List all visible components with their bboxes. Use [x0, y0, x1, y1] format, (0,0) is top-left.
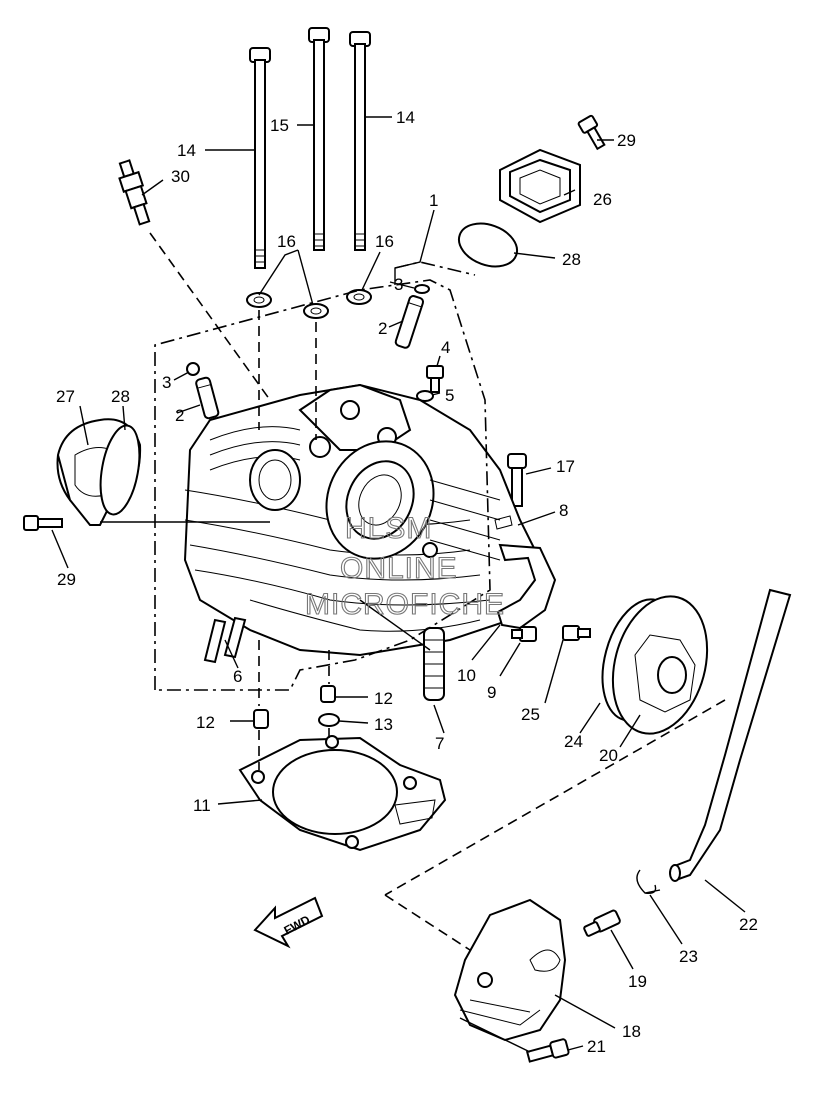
spark-plug: [118, 159, 151, 226]
bolt-29-upper: [577, 114, 606, 151]
callout-8: 8: [559, 501, 568, 520]
callout-23: 23: [679, 947, 698, 966]
dowel-12-left: [253, 709, 269, 729]
callout-3-right: 3: [394, 275, 403, 294]
chain-guide-7: [423, 627, 445, 701]
valve-guide-left: [195, 376, 220, 420]
callout-26: 26: [593, 190, 612, 209]
bolt-4: [426, 365, 444, 393]
callout-27: 27: [56, 387, 75, 406]
stud-bolt-left: [249, 47, 271, 269]
watermark-line-3: MICROFICHE: [305, 588, 505, 621]
washer-16-right: [346, 289, 372, 305]
callout-17: 17: [556, 457, 575, 476]
gasket-28-upper: [457, 222, 519, 268]
callout-2-left: 2: [175, 406, 184, 425]
o-ring-13: [318, 713, 340, 727]
bolt-17: [507, 453, 527, 507]
callout-24: 24: [564, 732, 583, 751]
callout-21: 21: [587, 1037, 606, 1056]
callout-15: 15: [270, 116, 289, 135]
watermark-line-2: ONLINE: [340, 552, 458, 585]
callout-29-upper: 29: [617, 131, 636, 150]
watermark-line-1: HLSM: [345, 512, 432, 545]
bolt-21: [525, 1038, 570, 1063]
stud-bolt-right: [349, 31, 371, 251]
callout-14-right: 14: [396, 108, 415, 127]
callout-28-upper: 28: [562, 250, 581, 269]
callout-1: 1: [429, 191, 438, 210]
callout-16-right: 16: [375, 232, 394, 251]
callout-13: 13: [374, 715, 393, 734]
callout-16-left: 16: [277, 232, 296, 251]
callout-12-left: 12: [196, 713, 215, 732]
intake-manifold: [499, 148, 581, 224]
callout-14-left: 14: [177, 141, 196, 160]
stud-bolt-middle: [308, 27, 330, 251]
cover-20: [611, 595, 709, 735]
callout-25: 25: [521, 705, 540, 724]
callout-4: 4: [441, 338, 450, 357]
fitting-19: [583, 909, 621, 937]
washer-16-mid: [303, 303, 329, 319]
fwd-arrow-icon: FWD: [253, 896, 324, 949]
callout-19: 19: [628, 972, 647, 991]
callout-10: 10: [457, 666, 476, 685]
callout-22: 22: [739, 915, 758, 934]
washer-5: [416, 390, 434, 402]
callout-18: 18: [622, 1022, 641, 1041]
callout-7: 7: [435, 734, 444, 753]
callout-28-side: 28: [111, 387, 130, 406]
bolt-9: [511, 626, 537, 642]
callout-11: 11: [193, 796, 211, 815]
callout-2-right: 2: [378, 319, 387, 338]
valve-guide-right: [394, 295, 425, 349]
dowel-12-right: [320, 685, 336, 703]
callout-29-left: 29: [57, 570, 76, 589]
cover-18: [453, 898, 567, 1042]
washer-16-left: [246, 292, 272, 308]
clip-3-right: [414, 284, 430, 294]
callout-20: 20: [599, 746, 618, 765]
clip-3-left: [186, 362, 200, 376]
callout-12-right: 12: [374, 689, 393, 708]
callout-6: 6: [233, 667, 242, 686]
group-outline: [154, 279, 491, 691]
gasket-28-side: [99, 424, 141, 516]
callout-30: 30: [171, 167, 190, 186]
callout-5: 5: [445, 386, 454, 405]
callout-3-left: 3: [162, 373, 171, 392]
spring-6: [203, 616, 247, 664]
gasket-8: [496, 543, 557, 630]
clip-23: [636, 869, 661, 895]
bolt-29-left: [23, 515, 63, 531]
bolt-25: [562, 625, 591, 641]
head-gasket: [238, 735, 447, 852]
callout-9: 9: [487, 683, 496, 702]
